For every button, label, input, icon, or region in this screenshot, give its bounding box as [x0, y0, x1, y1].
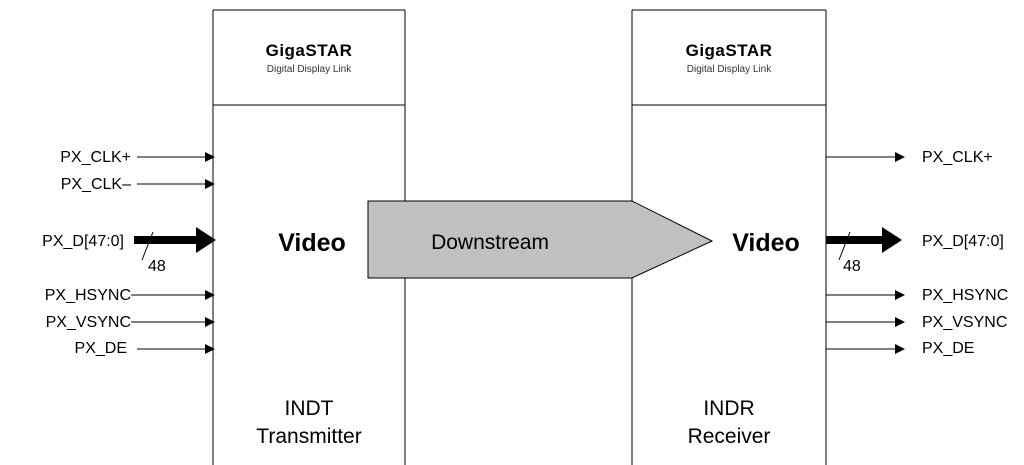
- input-bus-slash: [141, 231, 154, 261]
- output-signals: PX_CLK+ 48 PX_D[47:0] PX_HSYNC PX_VSYNC …: [826, 149, 1008, 357]
- output-label-px-clk-plus: PX_CLK+: [922, 149, 993, 166]
- input-label-px-de: PX_DE: [75, 340, 127, 357]
- output-label-px-vsync: PX_VSYNC: [922, 314, 1007, 331]
- output-bus-width: 48: [843, 258, 861, 275]
- gigastar-logo-left: GigaSTAR Digital Display Link: [266, 41, 353, 75]
- input-bus-arrowhead: [196, 227, 216, 253]
- downstream-arrow: Downstream: [367, 200, 714, 279]
- output-bus-slash: [838, 231, 851, 261]
- transmitter-name: INDT: [285, 397, 334, 420]
- receiver-role: Receiver: [688, 425, 771, 448]
- input-signals: PX_CLK+ PX_CLK– PX_D[47:0] 48 PX_HSYNC P…: [42, 149, 216, 357]
- logo-tagline-text: Digital Display Link: [267, 64, 352, 75]
- output-label-px-de: PX_DE: [922, 340, 974, 357]
- gigastar-logo-right: GigaSTAR Digital Display Link: [686, 41, 773, 75]
- input-label-px-d-bus: PX_D[47:0]: [42, 233, 124, 250]
- transmitter-video-label: Video: [278, 229, 346, 257]
- input-label-px-clk-minus: PX_CLK–: [61, 176, 131, 193]
- input-label-px-hsync: PX_HSYNC: [45, 287, 131, 304]
- logo-brand-text: GigaSTAR: [686, 41, 773, 60]
- output-label-px-hsync: PX_HSYNC: [922, 287, 1008, 304]
- output-label-px-d-bus: PX_D[47:0]: [922, 233, 1004, 250]
- output-bus-arrowhead: [882, 227, 902, 253]
- input-bus-width: 48: [148, 258, 166, 275]
- receiver-video-label: Video: [732, 229, 800, 257]
- receiver-name: INDR: [703, 397, 754, 420]
- downstream-label: Downstream: [431, 231, 549, 254]
- input-label-px-vsync: PX_VSYNC: [46, 314, 131, 331]
- logo-tagline-text: Digital Display Link: [687, 64, 772, 75]
- transmitter-block: GigaSTAR Digital Display Link Video INDT…: [212, 9, 406, 465]
- input-label-px-clk-plus: PX_CLK+: [60, 149, 131, 166]
- transmitter-role: Transmitter: [256, 425, 361, 448]
- logo-brand-text: GigaSTAR: [266, 41, 353, 60]
